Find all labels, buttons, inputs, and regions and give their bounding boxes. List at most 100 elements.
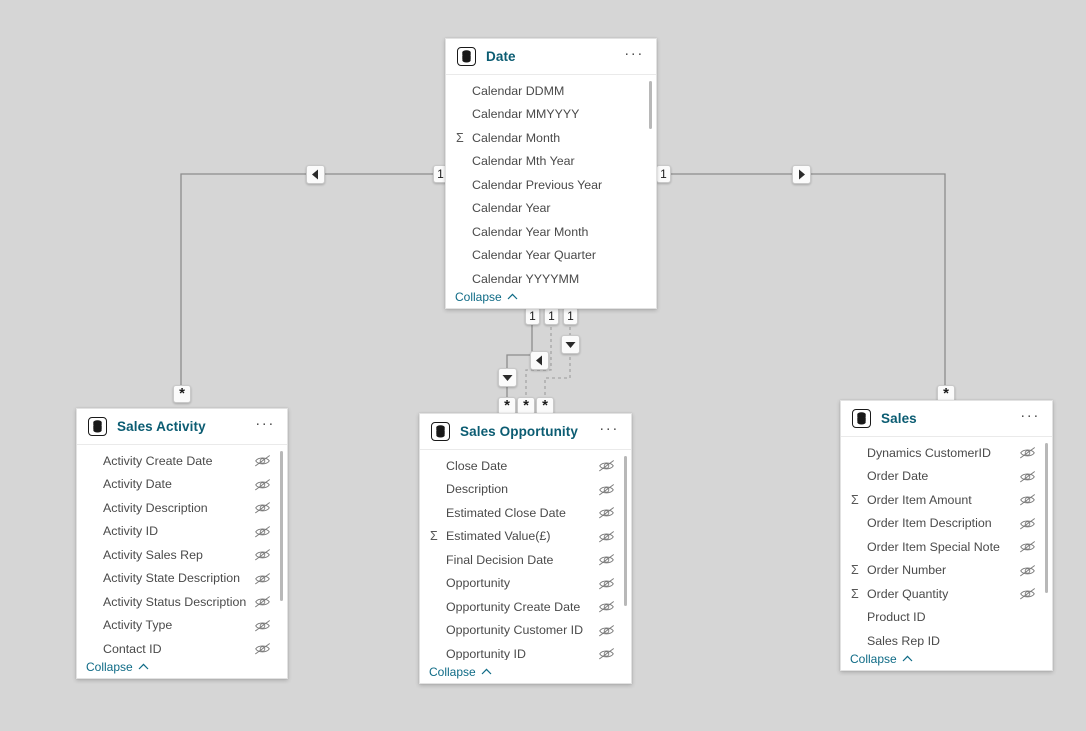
vertical-scrollbar[interactable] bbox=[649, 81, 652, 129]
cross-filter-left-arrow-date-opportunity-b[interactable] bbox=[530, 351, 549, 370]
field-row[interactable]: Calendar Year bbox=[446, 197, 656, 221]
hidden-field-icon[interactable] bbox=[1019, 446, 1036, 459]
collapse-button-sales-activity[interactable]: Collapse bbox=[77, 655, 287, 678]
hidden-eye-icon bbox=[1019, 494, 1036, 506]
table-more-options-icon[interactable]: ··· bbox=[624, 44, 644, 62]
cardinality-one-date-opportunity-b[interactable]: 1 bbox=[544, 307, 559, 325]
hidden-eye-icon bbox=[598, 577, 615, 590]
hidden-field-icon[interactable] bbox=[1019, 517, 1036, 530]
hidden-field-icon[interactable] bbox=[598, 530, 615, 543]
cardinality-many-sales-activity[interactable]: * bbox=[173, 385, 191, 403]
cross-filter-left-arrow-date-salesactivity[interactable] bbox=[306, 165, 325, 184]
hidden-field-icon[interactable] bbox=[1019, 540, 1036, 553]
collapse-button-sales[interactable]: Collapse bbox=[841, 647, 1052, 670]
hidden-field-icon[interactable] bbox=[598, 647, 615, 660]
field-row[interactable]: Close Date bbox=[420, 454, 631, 478]
cross-filter-down-arrow-date-opportunity-c[interactable] bbox=[561, 335, 580, 354]
field-row[interactable]: Calendar Year Month bbox=[446, 220, 656, 244]
field-row[interactable]: Activity Date bbox=[77, 473, 287, 497]
hidden-field-icon[interactable] bbox=[598, 624, 615, 637]
field-row[interactable]: Calendar Previous Year bbox=[446, 173, 656, 197]
hidden-field-icon[interactable] bbox=[598, 483, 615, 496]
table-header-sales[interactable]: Sales ··· bbox=[841, 401, 1052, 437]
field-row[interactable]: Opportunity Create Date bbox=[420, 595, 631, 619]
table-header-date[interactable]: Date ··· bbox=[446, 39, 656, 75]
table-more-options-icon[interactable]: ··· bbox=[1020, 406, 1040, 424]
field-row[interactable]: Activity Type bbox=[77, 614, 287, 638]
hidden-field-icon[interactable] bbox=[598, 506, 615, 519]
field-row[interactable]: Dynamics CustomerID bbox=[841, 441, 1052, 465]
field-name: Description bbox=[446, 482, 508, 497]
field-row[interactable]: Final Decision Date bbox=[420, 548, 631, 572]
cardinality-one-date-opportunity-c[interactable]: 1 bbox=[563, 307, 578, 325]
field-row[interactable]: Calendar MMYYYY bbox=[446, 103, 656, 127]
field-row[interactable]: Activity State Description bbox=[77, 567, 287, 591]
hidden-field-icon[interactable] bbox=[598, 553, 615, 566]
hidden-field-icon[interactable] bbox=[254, 478, 271, 491]
field-row[interactable]: Product ID bbox=[841, 606, 1052, 630]
collapse-button-date[interactable]: Collapse bbox=[446, 285, 656, 308]
field-row[interactable]: Order Date bbox=[841, 465, 1052, 489]
vertical-scrollbar[interactable] bbox=[280, 451, 283, 601]
table-header-sales-opportunity[interactable]: Sales Opportunity ··· bbox=[420, 414, 631, 450]
field-row[interactable]: Opportunity Customer ID bbox=[420, 619, 631, 643]
vertical-scrollbar[interactable] bbox=[1045, 443, 1048, 593]
field-row[interactable]: Opportunity bbox=[420, 572, 631, 596]
field-name: Calendar MMYYYY bbox=[472, 107, 580, 122]
hidden-field-icon[interactable] bbox=[1019, 587, 1036, 600]
hidden-field-icon[interactable] bbox=[254, 501, 271, 514]
hidden-field-icon[interactable] bbox=[598, 577, 615, 590]
hidden-field-icon[interactable] bbox=[254, 642, 271, 655]
field-row[interactable]: Opportunity ID bbox=[420, 642, 631, 660]
cardinality-one-date-sales[interactable]: 1 bbox=[656, 165, 671, 183]
hidden-field-icon[interactable] bbox=[254, 595, 271, 608]
cardinality-one-date-opportunity-a[interactable]: 1 bbox=[525, 307, 540, 325]
table-header-sales-activity[interactable]: Sales Activity ··· bbox=[77, 409, 287, 445]
hidden-field-icon[interactable] bbox=[254, 548, 271, 561]
field-row[interactable]: Activity Status Description bbox=[77, 590, 287, 614]
field-row[interactable]: Activity Create Date bbox=[77, 449, 287, 473]
field-row[interactable]: Order Item Special Note bbox=[841, 535, 1052, 559]
cross-filter-right-arrow-date-sales[interactable] bbox=[792, 165, 811, 184]
field-row[interactable]: Description bbox=[420, 478, 631, 502]
field-row[interactable]: Activity Sales Rep bbox=[77, 543, 287, 567]
collapse-button-sales-opportunity[interactable]: Collapse bbox=[420, 660, 631, 683]
field-row[interactable]: Activity Description bbox=[77, 496, 287, 520]
hidden-field-icon[interactable] bbox=[254, 454, 271, 467]
field-row[interactable]: Order Item Description bbox=[841, 512, 1052, 536]
hidden-field-icon[interactable] bbox=[598, 459, 615, 472]
cross-filter-down-arrow-date-opportunity-a[interactable] bbox=[498, 368, 517, 387]
table-more-options-icon[interactable]: ··· bbox=[599, 419, 619, 437]
hidden-field-icon[interactable] bbox=[1019, 564, 1036, 577]
hidden-field-icon[interactable] bbox=[254, 525, 271, 538]
hidden-field-icon[interactable] bbox=[598, 600, 615, 613]
vertical-scrollbar[interactable] bbox=[624, 456, 627, 606]
hidden-field-icon[interactable] bbox=[1019, 493, 1036, 506]
field-row[interactable]: Activity ID bbox=[77, 520, 287, 544]
field-row[interactable]: Calendar DDMM bbox=[446, 79, 656, 103]
field-row[interactable]: Calendar Year Quarter bbox=[446, 244, 656, 268]
field-row[interactable]: Contact ID bbox=[77, 637, 287, 655]
field-row[interactable]: Sales Rep ID bbox=[841, 629, 1052, 647]
field-row[interactable]: Calendar Mth Year bbox=[446, 150, 656, 174]
hidden-field-icon[interactable] bbox=[254, 619, 271, 632]
field-row[interactable]: Estimated Close Date bbox=[420, 501, 631, 525]
field-row[interactable]: Calendar YYYYMM bbox=[446, 267, 656, 285]
hidden-field-icon[interactable] bbox=[254, 572, 271, 585]
hidden-field-icon[interactable] bbox=[1019, 470, 1036, 483]
table-more-options-icon[interactable]: ··· bbox=[255, 414, 275, 432]
